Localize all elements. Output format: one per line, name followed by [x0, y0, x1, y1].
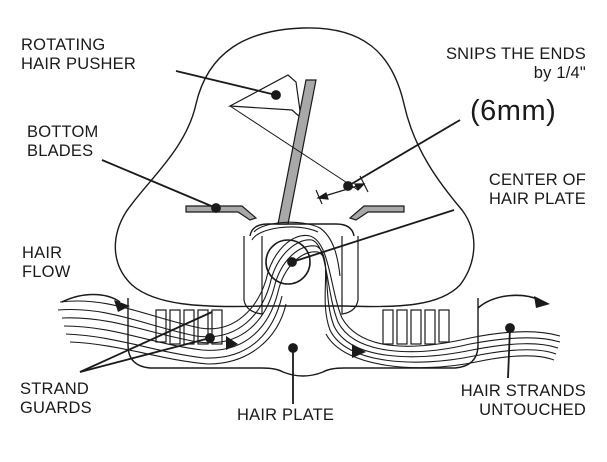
- callout-leaders: [79, 70, 515, 404]
- label-snips-the-ends-line2: by 1/4": [533, 64, 586, 82]
- label-bottom-blades-line2: BLADES: [27, 142, 94, 160]
- rotating-hair-pusher: [227, 74, 302, 120]
- label-hair-strands-untouched-line1: HAIR STRANDS: [460, 382, 586, 400]
- label-center-of-hair-plate-line1: CENTER OF: [488, 171, 586, 189]
- label-bottom-blades: BOTTOM BLADES: [27, 123, 98, 161]
- left-channel-wall: [243, 236, 263, 315]
- right-strand-guards: [382, 309, 450, 345]
- label-bottom-blades-line1: BOTTOM: [27, 123, 99, 141]
- label-hair-flow-line1: HAIR: [22, 244, 63, 262]
- label-strand-guards-line2: GUARDS: [20, 399, 92, 417]
- label-center-of-hair-plate: CENTER OF HAIR PLATE: [489, 171, 586, 209]
- snip-dimension-marker: [315, 175, 369, 205]
- label-snip-metric: (6mm): [470, 95, 557, 127]
- label-center-of-hair-plate-line2: HAIR PLATE: [488, 190, 586, 208]
- label-hair-flow: HAIR FLOW: [22, 244, 70, 282]
- hair-flow-arrowhead-right: [534, 296, 550, 308]
- label-hair-plate: HAIR PLATE: [237, 406, 335, 424]
- pusher-sweep-line: [229, 105, 359, 191]
- right-channel-wall: [341, 236, 359, 315]
- center-plate-arch: [249, 223, 355, 237]
- label-rotating-hair-pusher: ROTATING HAIR PUSHER: [21, 36, 136, 74]
- label-hair-strands-untouched-line2: UNTOUCHED: [479, 401, 586, 419]
- rotating-hair-pusher-blade: [277, 79, 317, 225]
- hair-flow-arrowhead-left: [114, 300, 130, 312]
- left-bottom-blade: [185, 205, 258, 221]
- hair-flow-arrowhead-mid-left: [226, 336, 238, 350]
- label-strand-guards-line1: STRAND: [20, 380, 90, 398]
- hair-flow-arrowhead-mid-right: [352, 344, 366, 358]
- device-housing-outline: [114, 27, 475, 308]
- hair-strands: [57, 221, 561, 369]
- hair-plate-base: [127, 298, 479, 377]
- label-snips-the-ends: SNIPS THE ENDS by 1/4": [446, 45, 586, 83]
- label-snips-the-ends-line1: SNIPS THE ENDS: [445, 45, 586, 63]
- label-hair-strands-untouched: HAIR STRANDS UNTOUCHED: [461, 382, 586, 420]
- label-rotating-hair-pusher-line1: ROTATING: [21, 36, 106, 54]
- label-rotating-hair-pusher-line2: HAIR PUSHER: [21, 55, 136, 73]
- label-hair-flow-line2: FLOW: [22, 263, 71, 281]
- right-bottom-blade: [348, 205, 405, 221]
- label-strand-guards: STRAND GUARDS: [20, 380, 92, 418]
